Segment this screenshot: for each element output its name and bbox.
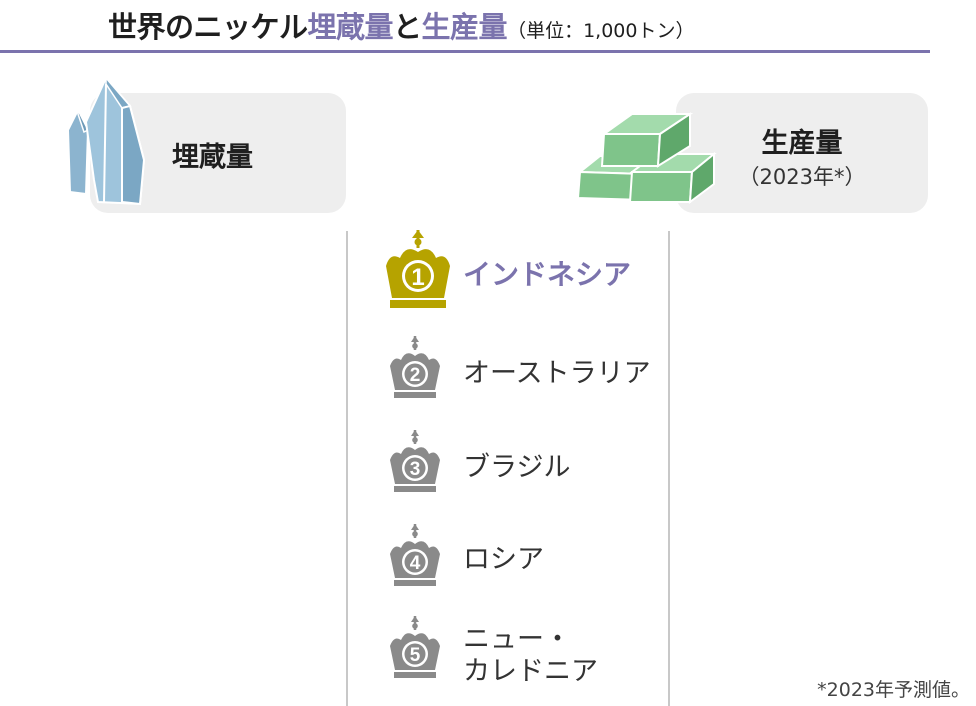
crown-gray-icon: 4: [390, 524, 440, 586]
country-name-2: オーストラリア: [463, 358, 651, 389]
page-title: 世界のニッケル埋蔵量と生産量（単位：1,000トン）: [108, 4, 694, 46]
footnote: *2023年予測値。: [817, 679, 970, 701]
production-label: 生産量: [761, 128, 843, 159]
reserves-label: 埋蔵量: [172, 142, 253, 173]
crown-gold-icon: 1: [386, 230, 450, 308]
title-unit: （単位：1,000トン）: [507, 20, 695, 42]
title-accent-reserves: 埋蔵量: [307, 10, 394, 44]
title-underline: [0, 50, 930, 53]
country-name-4: ロシア: [463, 544, 544, 575]
title-area: 世界のニッケル埋蔵量と生産量（単位：1,000トン）: [0, 0, 930, 54]
ranking-item-3: 3 ブラジル: [380, 430, 670, 510]
title-accent-production: 生産量: [421, 10, 508, 44]
rank-number-4: 4: [410, 553, 421, 574]
crown-gray-icon: 2: [390, 336, 440, 398]
production-header-card: 生産量 （2023年*）: [676, 93, 928, 213]
gold-bars-icon: [576, 112, 717, 205]
ranking-item-2: 2 オーストラリア: [380, 336, 670, 416]
rank-number-2: 2: [410, 365, 421, 386]
crown-gray-icon: 3: [390, 430, 440, 492]
country-name-1: インドネシア: [463, 258, 632, 291]
column-divider-left: [346, 231, 348, 706]
ranking-item-1: 1 インドネシア: [380, 228, 670, 308]
crystal-icon: [66, 75, 146, 206]
column-divider-right: [668, 231, 670, 706]
title-text-2: と: [393, 10, 422, 44]
rank-number-3: 3: [410, 459, 421, 480]
crown-gray-icon: 5: [390, 616, 440, 678]
ranking-item-5: 5 ニュー・ カレドニア: [380, 616, 670, 696]
title-text-1: 世界のニッケル: [108, 10, 308, 44]
country-name-3: ブラジル: [463, 452, 571, 483]
production-year-note: （2023年*）: [738, 165, 866, 189]
ranking-item-4: 4 ロシア: [380, 524, 670, 604]
rank-number-1: 1: [411, 264, 424, 291]
country-name-5: ニュー・ カレドニア: [463, 624, 598, 687]
rank-number-5: 5: [410, 645, 421, 666]
